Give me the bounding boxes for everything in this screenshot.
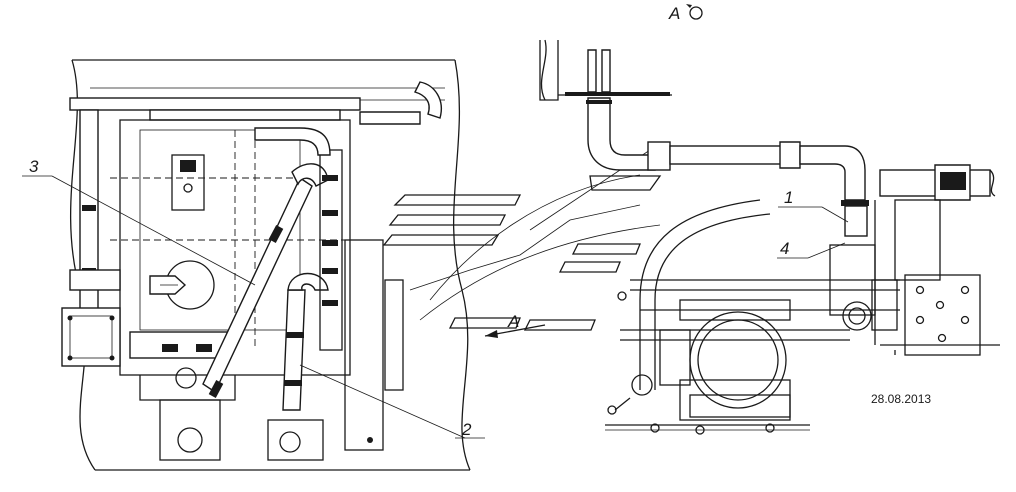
left-assembly-view <box>22 59 485 471</box>
callout-2: 2 <box>461 420 472 439</box>
callout-4: 4 <box>780 239 789 258</box>
callout-1: 1 <box>784 188 793 207</box>
callout-3: 3 <box>29 157 39 176</box>
view-arrow-a: А <box>484 312 546 338</box>
motor-body <box>689 311 787 409</box>
right-view-a: А <box>539 4 1000 435</box>
rotation-symbol <box>689 6 703 20</box>
drawing-date: 28.08.2013 <box>871 392 931 406</box>
view-title: А <box>668 4 680 23</box>
mid-section-outline <box>382 149 662 331</box>
